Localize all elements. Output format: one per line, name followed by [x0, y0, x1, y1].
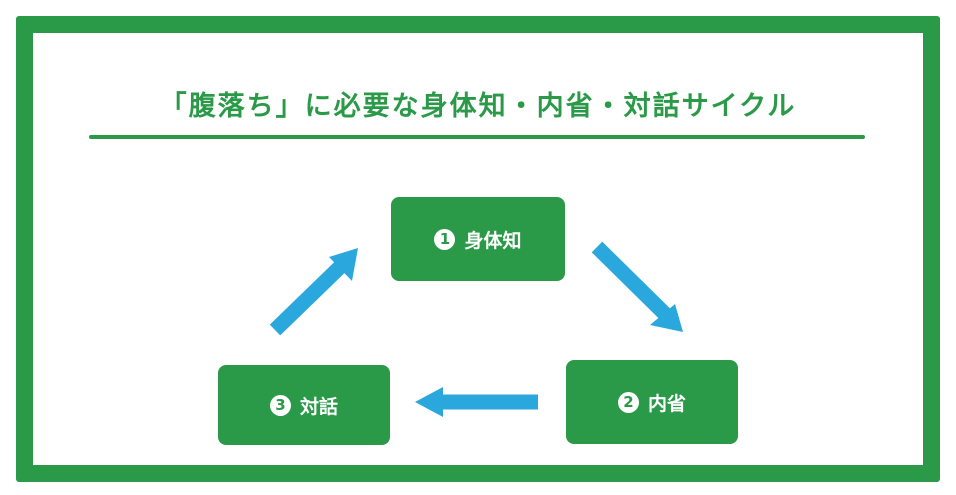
node-dialogue: 3 対話 [218, 365, 390, 445]
arrow-dialogue-to-body [269, 248, 358, 336]
node-number-badge: 1 [434, 228, 456, 250]
node-label: 内省 [647, 392, 686, 415]
node-number-badge: 2 [617, 391, 639, 413]
node-label: 身体知 [464, 229, 522, 252]
arrow-reflection-to-dialogue [415, 387, 538, 417]
arrow-body-to-reflection [591, 241, 683, 332]
title-underline [89, 135, 865, 139]
node-label: 対話 [299, 395, 338, 418]
node-number-badge: 3 [269, 394, 291, 416]
node-body-knowledge: 1 身体知 [391, 197, 565, 281]
node-reflection: 2 内省 [566, 360, 738, 444]
diagram-title: 「腹落ち」に必要な身体知・内省・対話サイクル [159, 91, 797, 122]
